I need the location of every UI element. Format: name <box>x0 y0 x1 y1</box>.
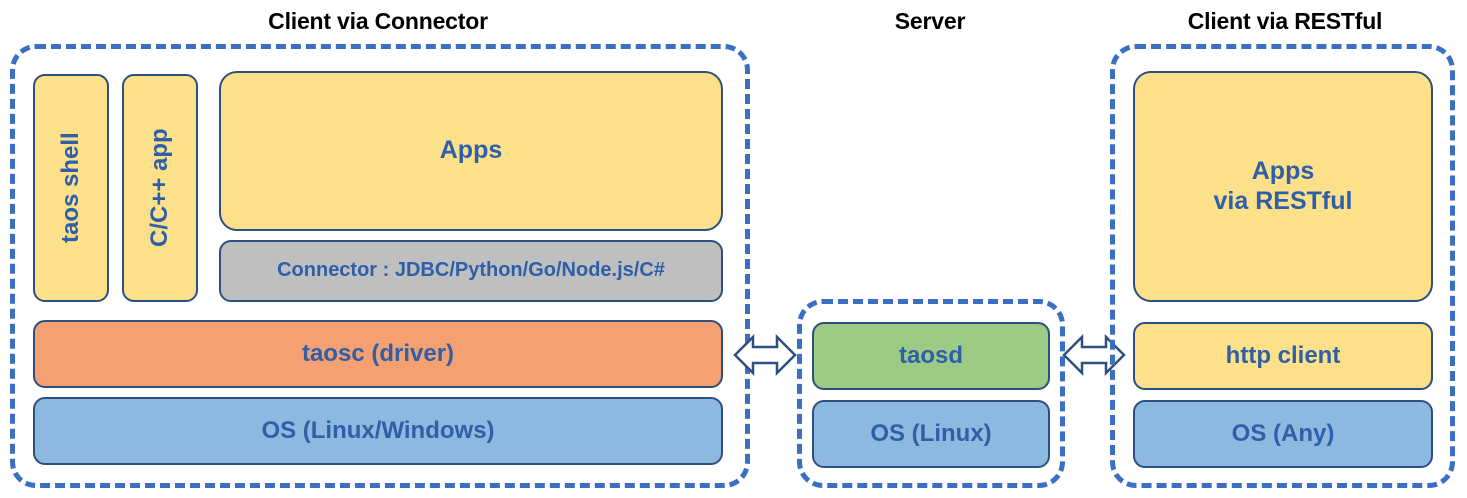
block-apps-via-restful[interactable]: Apps via RESTful <box>1133 71 1433 302</box>
block-cpp-app[interactable]: C/C++ app <box>122 74 198 302</box>
group-server <box>797 299 1065 488</box>
section-title-client-connector: Client via Connector <box>268 8 488 34</box>
apps-via-restful-line-1: Apps <box>1251 157 1315 185</box>
block-os-any[interactable]: OS (Any) <box>1133 400 1433 468</box>
group-client-via-connector <box>10 44 750 488</box>
section-title-server: Server <box>894 8 966 34</box>
block-os-linux-windows[interactable]: OS (Linux/Windows) <box>33 397 723 465</box>
block-apps-connector[interactable]: Apps <box>219 71 723 231</box>
section-title-client-restful: Client via RESTful <box>1187 8 1383 34</box>
group-client-via-restful <box>1110 44 1455 488</box>
apps-via-restful-line-2: via RESTful <box>1213 186 1353 215</box>
block-taosd[interactable]: taosd <box>812 322 1050 390</box>
block-http-client[interactable]: http client <box>1133 322 1433 390</box>
block-taosc-driver[interactable]: taosc (driver) <box>33 320 723 388</box>
block-os-linux[interactable]: OS (Linux) <box>812 400 1050 468</box>
client-to-server-arrow <box>733 325 797 385</box>
server-to-restful-arrow <box>1062 325 1126 385</box>
block-taos-shell[interactable]: taos shell <box>33 74 109 302</box>
block-connector-list[interactable]: Connector : JDBC/Python/Go/Node.js/C# <box>219 240 723 302</box>
